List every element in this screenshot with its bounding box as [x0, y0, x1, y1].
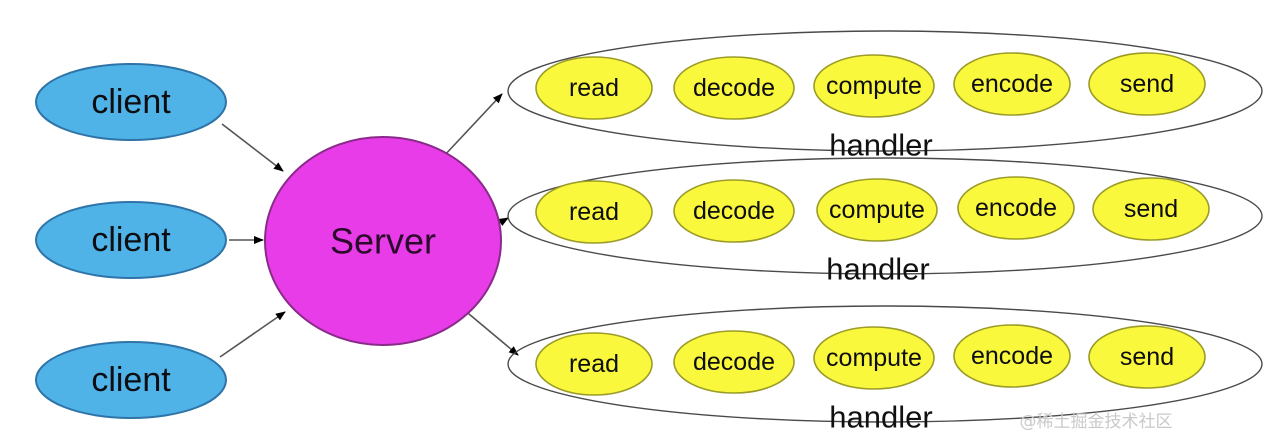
client-ellipse[interactable]: [35, 201, 227, 279]
handler-group-2[interactable]: read decode compute encode send handler: [507, 157, 1263, 287]
client-3-to-server: [219, 311, 286, 358]
stage-ellipse-read[interactable]: [535, 180, 653, 244]
client-label: client: [91, 221, 171, 259]
server-to-handler-3: [462, 308, 519, 356]
server-node[interactable]: Server: [264, 136, 502, 346]
handler-outer-ellipse[interactable]: [507, 157, 1263, 275]
stage-ellipse-decode[interactable]: [673, 56, 795, 120]
stage-ellipse-decode[interactable]: [673, 179, 795, 243]
server-layer: Server: [264, 136, 502, 346]
stage-label-decode: decode: [693, 197, 775, 225]
handlers-layer: read decode compute encode send handler read de…: [507, 30, 1263, 435]
watermark-layer: @稀土掘金技术社区: [1020, 412, 1173, 432]
stage-label-send: send: [1124, 195, 1178, 223]
stage-ellipse-compute[interactable]: [813, 54, 935, 118]
stage-label-read: read: [569, 198, 619, 226]
stage-ellipse-decode[interactable]: [673, 330, 795, 394]
client-1-to-server: [221, 123, 284, 172]
stage-ellipse-read[interactable]: [535, 332, 653, 396]
server-to-handler-1: [442, 93, 503, 158]
stage-label-encode: encode: [971, 70, 1053, 98]
handler-group-label: handler: [826, 252, 929, 287]
handler-group-label: handler: [829, 128, 932, 163]
client-label: client: [91, 83, 171, 121]
stage-ellipse-encode[interactable]: [957, 176, 1075, 240]
stage-ellipse-send[interactable]: [1088, 325, 1206, 389]
handler-group-label: handler: [829, 400, 932, 435]
stage-ellipse-compute[interactable]: [816, 178, 938, 242]
stage-label-compute: compute: [826, 344, 922, 372]
stage-ellipse-read[interactable]: [535, 56, 653, 120]
stage-ellipse-compute[interactable]: [813, 326, 935, 390]
handler-outer-ellipse[interactable]: [507, 305, 1263, 423]
stage-label-send: send: [1120, 343, 1174, 371]
stage-label-compute: compute: [829, 196, 925, 224]
handler-group-1[interactable]: read decode compute encode send handler: [507, 30, 1263, 163]
stage-label-encode: encode: [971, 342, 1053, 370]
client-ellipse[interactable]: [35, 63, 227, 141]
stage-label-encode: encode: [975, 194, 1057, 222]
stage-ellipse-send[interactable]: [1088, 52, 1206, 116]
clients-layer: client client client: [35, 63, 227, 419]
server-label: Server: [330, 221, 436, 262]
client-node-3[interactable]: client: [35, 341, 227, 419]
client-ellipse[interactable]: [35, 341, 227, 419]
stage-label-decode: decode: [693, 74, 775, 102]
client-node-2[interactable]: client: [35, 201, 227, 279]
server-ellipse[interactable]: [264, 136, 502, 346]
stage-label-send: send: [1120, 70, 1174, 98]
stage-ellipse-encode[interactable]: [953, 52, 1071, 116]
stage-label-decode: decode: [693, 348, 775, 376]
client-node-1[interactable]: client: [35, 63, 227, 141]
stage-ellipse-send[interactable]: [1092, 177, 1210, 241]
client-label: client: [91, 361, 171, 399]
stage-label-read: read: [569, 74, 619, 102]
watermark: @稀土掘金技术社区: [1020, 412, 1173, 432]
stage-label-compute: compute: [826, 72, 922, 100]
handler-outer-ellipse[interactable]: [507, 30, 1263, 152]
stage-label-read: read: [569, 350, 619, 378]
handler-group-3[interactable]: read decode compute encode send handler: [507, 305, 1263, 435]
stage-ellipse-encode[interactable]: [953, 324, 1071, 388]
